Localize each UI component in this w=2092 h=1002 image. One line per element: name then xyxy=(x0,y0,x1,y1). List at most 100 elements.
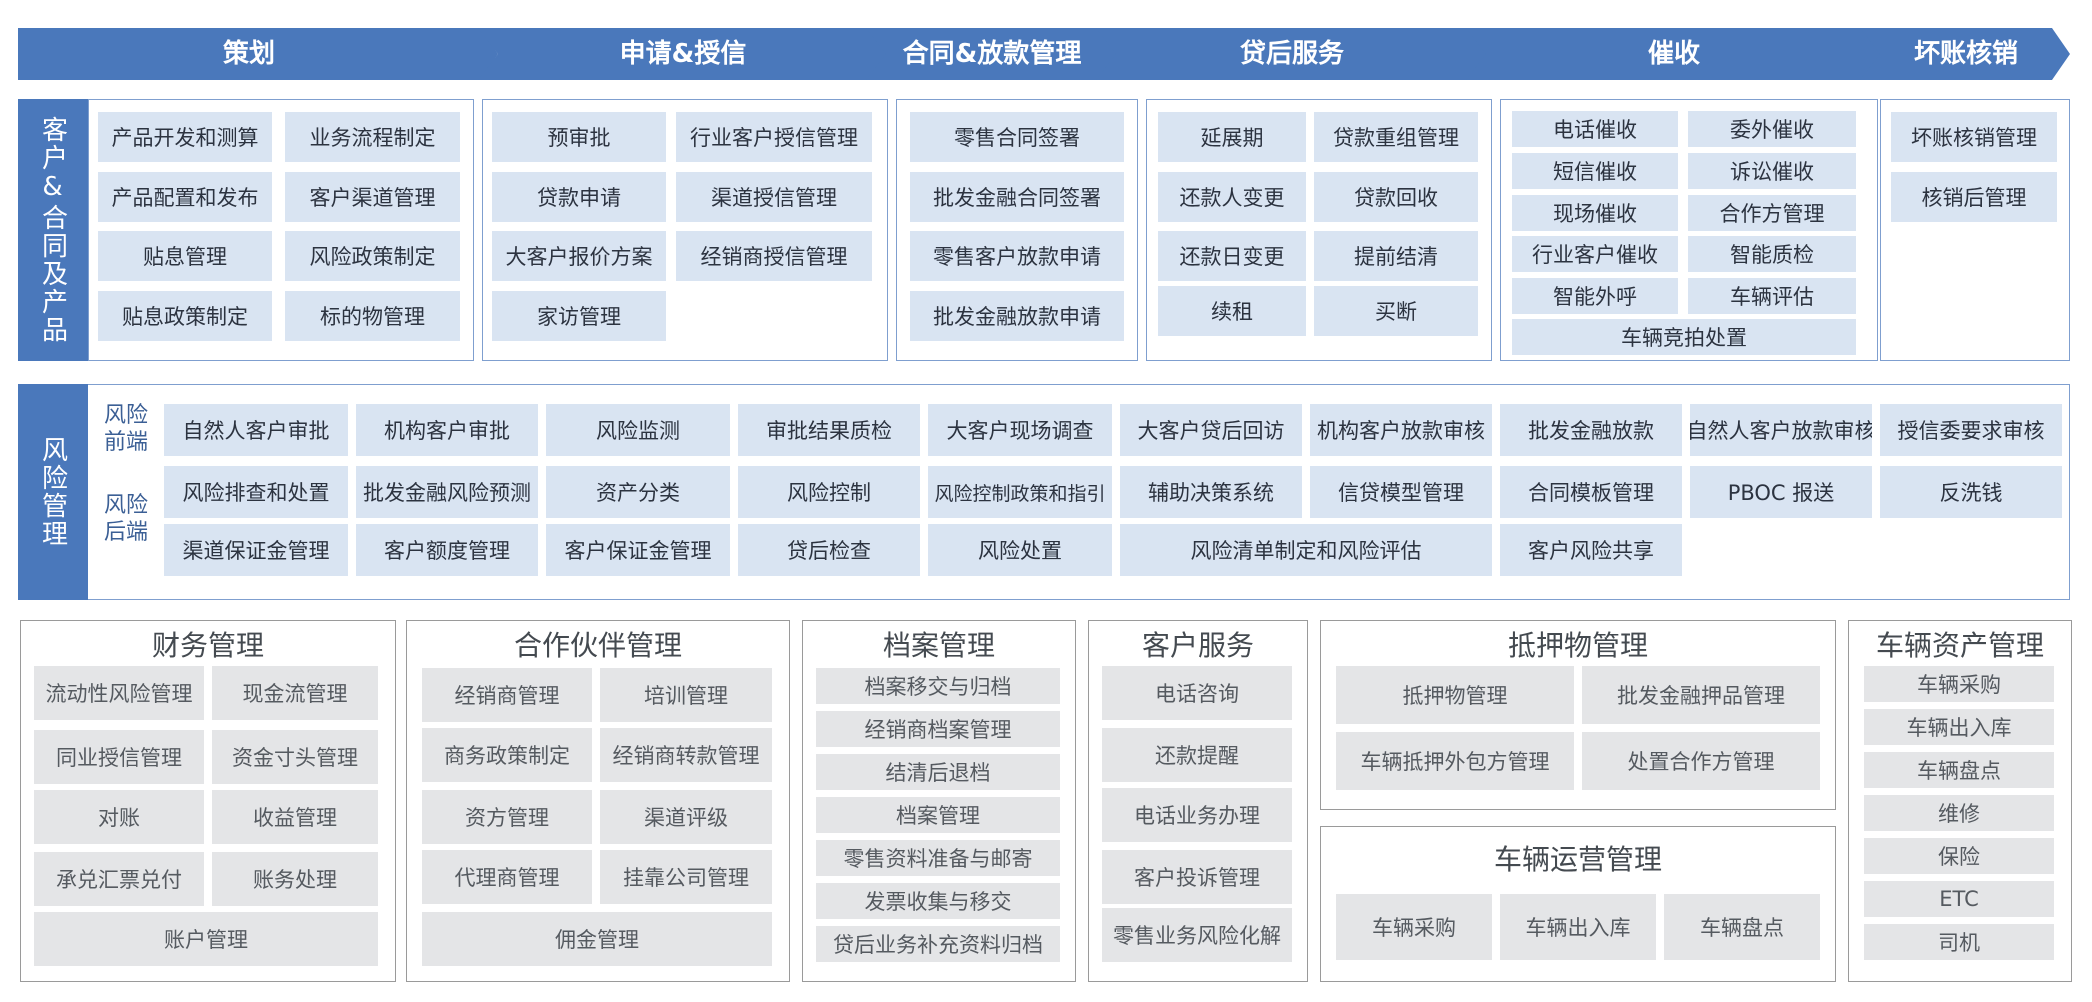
contract-item: 零售合同签署 xyxy=(910,112,1124,162)
archive-item: 零售资料准备与邮寄 xyxy=(816,840,1060,876)
credit-item: 预审批 xyxy=(492,112,666,162)
risk-item: 风险处置 xyxy=(928,524,1112,576)
risk-item: 批发金融放款 xyxy=(1500,404,1682,456)
postloan-item: 还款日变更 xyxy=(1158,231,1306,281)
collection-item: 委外催收 xyxy=(1688,111,1856,147)
risk-item: 大客户现场调查 xyxy=(928,404,1112,456)
partner-item: 挂靠公司管理 xyxy=(600,850,772,904)
contract-item: 批发金融合同签署 xyxy=(910,172,1124,222)
assets-item: 保险 xyxy=(1864,838,2054,874)
planning-item: 业务流程制定 xyxy=(285,112,460,162)
risk-item: 机构客户审批 xyxy=(356,404,538,456)
assets-item: 车辆盘点 xyxy=(1864,752,2054,788)
collateral-item: 处置合作方管理 xyxy=(1582,732,1820,790)
stage-label-contract: 合同&放款管理 xyxy=(902,39,1082,69)
postloan-item: 贷款重组管理 xyxy=(1314,112,1478,162)
postloan-item: 延展期 xyxy=(1158,112,1306,162)
stage-arrow-credit xyxy=(478,28,888,80)
credit-item: 渠道授信管理 xyxy=(676,172,872,222)
risk-section-label: 风险管理 xyxy=(18,384,88,600)
credit-item: 家访管理 xyxy=(492,291,666,341)
risk-item: 反洗钱 xyxy=(1880,466,2062,518)
risk-item: 风险控制政策和指引 xyxy=(928,466,1112,518)
stage-label-postloan: 贷后服务 xyxy=(1239,39,1344,69)
partner-item: 经销商管理 xyxy=(422,668,592,722)
finance-item: 流动性风险管理 xyxy=(34,666,204,720)
risk-item: 自然人客户放款审核 xyxy=(1690,404,1872,456)
risk-item: 辅助决策系统 xyxy=(1120,466,1302,518)
collection-item: 车辆竞拍处置 xyxy=(1512,319,1856,355)
service-item: 还款提醒 xyxy=(1102,728,1292,782)
risk-front-label: 风险前端 xyxy=(103,403,148,455)
planning-item: 产品开发和测算 xyxy=(98,112,272,162)
partner-item: 经销商转款管理 xyxy=(600,728,772,782)
risk-item: 风险控制 xyxy=(738,466,920,518)
archive-item: 档案移交与归档 xyxy=(816,668,1060,704)
collection-item: 诉讼催收 xyxy=(1688,153,1856,189)
stage-label-planning: 策划 xyxy=(222,39,275,69)
collection-item: 智能外呼 xyxy=(1512,278,1678,314)
risk-item: 批发金融风险预测 xyxy=(356,466,538,518)
contract-item: 批发金融放款申请 xyxy=(910,291,1124,341)
risk-item: 机构客户放款审核 xyxy=(1310,404,1492,456)
stage-label-collection: 催收 xyxy=(1647,39,1700,69)
planning-item: 产品配置和发布 xyxy=(98,172,272,222)
planning-item: 客户渠道管理 xyxy=(285,172,460,222)
partner-item: 渠道评级 xyxy=(600,790,772,844)
risk-item: 资产分类 xyxy=(546,466,730,518)
collateral-item: 抵押物管理 xyxy=(1336,666,1574,724)
partner-item: 商务政策制定 xyxy=(422,728,592,782)
assets-item: ETC xyxy=(1864,881,2054,917)
service-title: 客户服务 xyxy=(1141,629,1254,662)
assets-item: 司机 xyxy=(1864,924,2054,960)
collection-item: 合作方管理 xyxy=(1688,195,1856,231)
operation-item: 车辆盘点 xyxy=(1664,894,1820,960)
collection-item: 现场催收 xyxy=(1512,195,1678,231)
contract-item: 零售客户放款申请 xyxy=(910,231,1124,281)
partner-title: 合作伙伴管理 xyxy=(513,629,682,662)
risk-item: 审批结果质检 xyxy=(738,404,920,456)
service-item: 电话咨询 xyxy=(1102,666,1292,720)
assets-item: 车辆采购 xyxy=(1864,666,2054,702)
partner-item: 代理商管理 xyxy=(422,850,592,904)
assets-title: 车辆资产管理 xyxy=(1875,629,2044,662)
collection-item: 短信催收 xyxy=(1512,153,1678,189)
collateral-title: 抵押物管理 xyxy=(1507,629,1648,662)
service-item: 零售业务风险化解 xyxy=(1102,908,1292,962)
stage-arrow-postloan xyxy=(1096,28,1488,80)
stage-label-writeoff: 坏账核销 xyxy=(1913,39,2018,69)
service-item: 电话业务办理 xyxy=(1102,788,1292,842)
assets-item: 车辆出入库 xyxy=(1864,709,2054,745)
finance-title: 财务管理 xyxy=(151,629,264,662)
stage-arrow-planning xyxy=(18,28,498,80)
risk-item: 风险排查和处置 xyxy=(164,466,348,518)
stage-arrow-writeoff xyxy=(1860,28,2070,80)
risk-item: 客户风险共享 xyxy=(1500,524,1682,576)
postloan-item: 贷款回收 xyxy=(1314,172,1478,222)
process-stage-arrows xyxy=(18,28,2070,80)
archive-item: 经销商档案管理 xyxy=(816,711,1060,747)
risk-item: PBOC 报送 xyxy=(1690,466,1872,518)
risk-item: 合同模板管理 xyxy=(1500,466,1682,518)
risk-item: 客户额度管理 xyxy=(356,524,538,576)
risk-item: 大客户贷后回访 xyxy=(1120,404,1302,456)
risk-item: 风险监测 xyxy=(546,404,730,456)
stage-arrow-contract xyxy=(866,28,1118,80)
collateral-item: 车辆抵押外包方管理 xyxy=(1336,732,1574,790)
finance-item: 承兑汇票兑付 xyxy=(34,852,204,906)
collection-item: 行业客户催收 xyxy=(1512,236,1678,272)
operation-title: 车辆运营管理 xyxy=(1493,843,1662,876)
assets-item: 维修 xyxy=(1864,795,2054,831)
postloan-item: 还款人变更 xyxy=(1158,172,1306,222)
operation-item: 车辆采购 xyxy=(1336,894,1492,960)
finance-item: 现金流管理 xyxy=(212,666,378,720)
risk-back-label: 风险后端 xyxy=(103,493,148,545)
planning-item: 标的物管理 xyxy=(285,291,460,341)
archive-item: 贷后业务补充资料归档 xyxy=(816,926,1060,962)
risk-item: 风险清单制定和风险评估 xyxy=(1120,524,1492,576)
stage-arrow-collection xyxy=(1466,28,1882,80)
archive-item: 发票收集与移交 xyxy=(816,883,1060,919)
planning-item: 风险政策制定 xyxy=(285,231,460,281)
postloan-item: 买断 xyxy=(1314,286,1478,336)
partner-item: 培训管理 xyxy=(600,668,772,722)
